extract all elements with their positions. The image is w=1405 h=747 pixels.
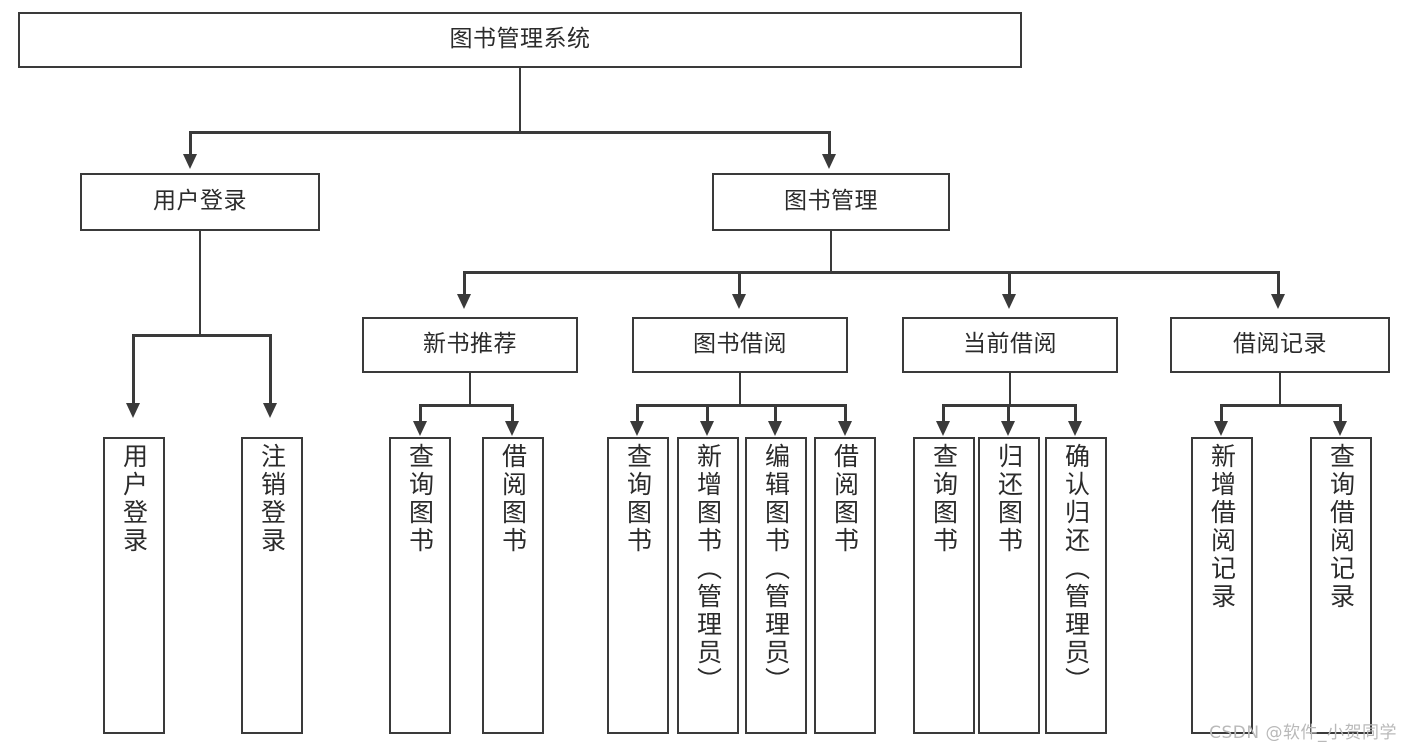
node-label: 查询图书 [929, 443, 959, 555]
arrow-book-mgmt-to-record [1271, 294, 1285, 309]
arrow-book-borrow-to-leaf-3 [768, 421, 782, 436]
arrow-borrow-record-to-leaf-2 [1333, 421, 1347, 436]
arrow-book-mgmt-to-borrow [732, 294, 746, 309]
leaf-book-borrow-edit-book[interactable]: 编辑图书（管理员） [745, 437, 807, 734]
connector-current-borrow-to-leaf-3 [1074, 404, 1077, 422]
node-label: 查询图书 [623, 443, 653, 555]
node-user-login[interactable]: 用户登录 [80, 173, 320, 231]
node-label: 查询借阅记录 [1326, 443, 1356, 611]
arrow-user-login-to-leaf-1 [126, 403, 140, 418]
node-label: 注销登录 [257, 443, 287, 555]
node-label: 新书推荐 [423, 331, 517, 358]
arrow-new-book-to-leaf-1 [413, 421, 427, 436]
node-label: 新增借阅记录 [1207, 443, 1237, 611]
connector-borrow-record-to-leaf-1 [1220, 404, 1223, 422]
arrow-borrow-record-to-leaf-1 [1214, 421, 1228, 436]
connector-root-to-user-login [189, 131, 192, 156]
connector-book-borrow-bar [636, 404, 847, 407]
leaf-user-login-logout[interactable]: 注销登录 [241, 437, 303, 734]
arrow-root-to-user-login [183, 154, 197, 169]
node-label: 编辑图书（管理员） [761, 443, 791, 695]
connector-new-book-stem [469, 373, 471, 405]
node-label: 确认归还（管理员） [1061, 443, 1091, 695]
connector-root-to-book-mgmt [828, 131, 831, 156]
leaf-borrow-record-query-record[interactable]: 查询借阅记录 [1310, 437, 1372, 734]
node-current-borrow[interactable]: 当前借阅 [902, 317, 1118, 373]
connector-book-borrow-to-leaf-3 [774, 404, 777, 422]
arrow-current-borrow-to-leaf-1 [936, 421, 950, 436]
arrow-book-mgmt-to-current [1002, 294, 1016, 309]
connector-borrow-record-to-leaf-2 [1339, 404, 1342, 422]
connector-current-borrow-stem [1009, 373, 1011, 405]
node-label: 借阅图书 [830, 443, 860, 555]
node-book-borrow[interactable]: 图书借阅 [632, 317, 848, 373]
arrow-user-login-to-leaf-2 [263, 403, 277, 418]
connector-new-book-to-leaf-1 [419, 404, 422, 422]
arrow-book-borrow-to-leaf-1 [630, 421, 644, 436]
leaf-book-borrow-query-book[interactable]: 查询图书 [607, 437, 669, 734]
connector-root-bar [189, 131, 831, 134]
node-label: 新增图书（管理员） [693, 443, 723, 695]
node-label: 借阅记录 [1233, 331, 1327, 358]
connector-user-login-to-leaf-1 [132, 334, 135, 404]
node-label: 图书借阅 [693, 331, 787, 358]
leaf-current-borrow-confirm-return[interactable]: 确认归还（管理员） [1045, 437, 1107, 734]
connector-current-borrow-to-leaf-2 [1007, 404, 1010, 422]
leaf-current-borrow-return-book[interactable]: 归还图书 [978, 437, 1040, 734]
node-label: 图书管理 [784, 188, 878, 215]
connector-new-book-bar [419, 404, 514, 407]
arrow-current-borrow-to-leaf-3 [1068, 421, 1082, 436]
connector-book-borrow-to-leaf-1 [636, 404, 639, 422]
connector-book-borrow-to-leaf-2 [706, 404, 709, 422]
leaf-current-borrow-query-book[interactable]: 查询图书 [913, 437, 975, 734]
connector-book-borrow-to-leaf-4 [844, 404, 847, 422]
leaf-book-borrow-add-book[interactable]: 新增图书（管理员） [677, 437, 739, 734]
leaf-new-book-borrow-book[interactable]: 借阅图书 [482, 437, 544, 734]
node-new-book-recommend[interactable]: 新书推荐 [362, 317, 578, 373]
leaf-borrow-record-add-record[interactable]: 新增借阅记录 [1191, 437, 1253, 734]
connector-root-stem [519, 68, 521, 132]
node-label: 图书管理系统 [449, 26, 591, 53]
connector-book-mgmt-to-record [1277, 271, 1280, 296]
arrow-book-borrow-to-leaf-4 [838, 421, 852, 436]
connector-book-mgmt-to-current [1008, 271, 1011, 296]
arrow-root-to-book-mgmt [822, 154, 836, 169]
connector-borrow-record-bar [1220, 404, 1342, 407]
node-label: 借阅图书 [498, 443, 528, 555]
arrow-book-mgmt-to-new-book [457, 294, 471, 309]
node-label: 查询图书 [405, 443, 435, 555]
connector-user-login-bar [132, 334, 271, 337]
node-label: 归还图书 [994, 443, 1024, 555]
connector-user-login-stem [199, 231, 201, 335]
node-root-system[interactable]: 图书管理系统 [18, 12, 1022, 68]
node-label: 用户登录 [119, 443, 149, 555]
arrow-new-book-to-leaf-2 [505, 421, 519, 436]
connector-book-mgmt-bar [463, 271, 1280, 274]
node-book-management[interactable]: 图书管理 [712, 173, 950, 231]
node-label: 当前借阅 [963, 331, 1057, 358]
node-borrow-record[interactable]: 借阅记录 [1170, 317, 1390, 373]
connector-current-borrow-to-leaf-1 [942, 404, 945, 422]
leaf-user-login-login[interactable]: 用户登录 [103, 437, 165, 734]
connector-borrow-record-stem [1279, 373, 1281, 405]
connector-book-borrow-stem [739, 373, 741, 405]
connector-new-book-to-leaf-2 [511, 404, 514, 422]
arrow-current-borrow-to-leaf-2 [1001, 421, 1015, 436]
leaf-new-book-query-book[interactable]: 查询图书 [389, 437, 451, 734]
csdn-watermark: CSDN @软件_小贺同学 [1209, 723, 1397, 743]
node-label: 用户登录 [153, 188, 247, 215]
connector-user-login-to-leaf-2 [269, 334, 272, 404]
arrow-book-borrow-to-leaf-2 [700, 421, 714, 436]
connector-book-mgmt-to-new-book [463, 271, 466, 296]
connector-book-mgmt-stem [830, 231, 832, 272]
connector-book-mgmt-to-borrow [738, 271, 741, 296]
leaf-book-borrow-borrow-book[interactable]: 借阅图书 [814, 437, 876, 734]
